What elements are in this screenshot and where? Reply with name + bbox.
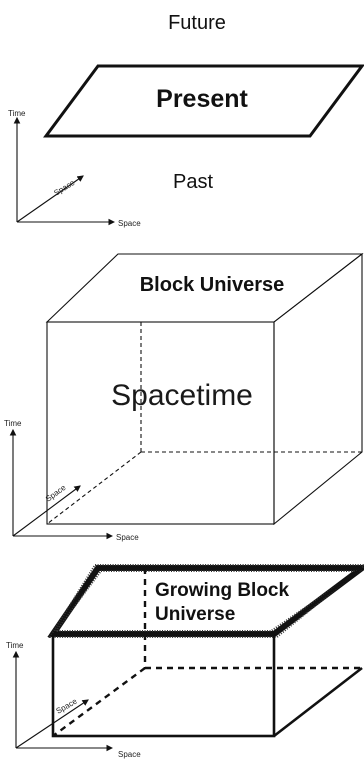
block-right-bottom-edge xyxy=(273,666,363,738)
hidden-diagonal-edge xyxy=(52,667,146,737)
time-axis-label: Time xyxy=(6,641,24,650)
growing-block-panel: Growing Block Universe Time Space Space xyxy=(6,564,364,759)
space-axis-label-diagonal: Space xyxy=(55,696,80,715)
space-axis-label-diagonal: Space xyxy=(52,178,76,198)
space-axis-label-horizontal: Space xyxy=(118,219,141,228)
space-axis-label-horizontal: Space xyxy=(118,750,141,759)
future-label: Future xyxy=(168,12,226,34)
hidden-diagonal-edge xyxy=(46,451,142,525)
past-label: Past xyxy=(173,171,213,193)
time-axis-label: Time xyxy=(8,109,26,118)
block-front-face xyxy=(51,632,276,738)
space-axis-diagonal xyxy=(15,699,89,749)
space-axis-diagonal xyxy=(12,485,81,537)
present-label: Present xyxy=(156,85,248,113)
space-axis-diagonal xyxy=(16,175,84,223)
growing-block-title-line1: Growing Block xyxy=(155,580,290,601)
present-panel: Future Present Past Time Space Space xyxy=(8,12,364,228)
cube-front-face xyxy=(46,321,275,525)
present-plane xyxy=(43,64,364,138)
block-universe-panel: Block Universe Spacetime Time Space Spac… xyxy=(4,252,364,542)
time-axis-label: Time xyxy=(4,419,22,428)
space-axis-label-horizontal: Space xyxy=(116,533,139,542)
growing-block-title-line2: Universe xyxy=(155,604,235,625)
cube-right-face xyxy=(273,252,363,526)
block-universe-title: Block Universe xyxy=(140,274,285,296)
spacetime-label: Spacetime xyxy=(111,379,253,412)
block-right-top-edge xyxy=(273,566,363,636)
